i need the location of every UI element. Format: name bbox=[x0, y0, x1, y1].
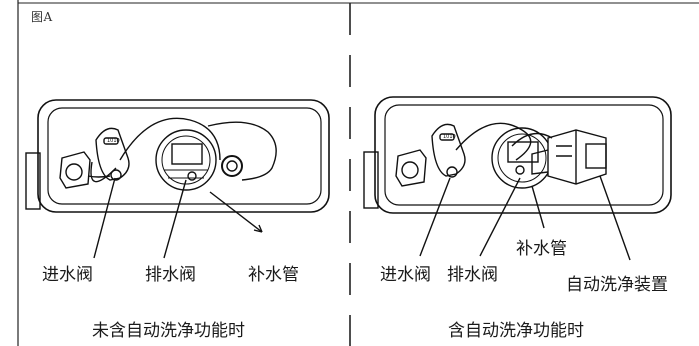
figure-label: 图A bbox=[31, 10, 53, 24]
left-label-drain-valve: 排水阀 bbox=[145, 265, 196, 285]
left-valve-badge: 1010 bbox=[107, 138, 120, 144]
right-label-inlet-valve: 进水阀 bbox=[380, 265, 431, 285]
right-refill-tube bbox=[455, 122, 553, 161]
right-auto-clean-device bbox=[531, 129, 607, 185]
right-label-auto-clean-device: 自动洗净装置 bbox=[566, 275, 668, 295]
left-tank-outer bbox=[37, 99, 330, 213]
left-leaders bbox=[93, 177, 263, 259]
right-label-refill-tube: 补水管 bbox=[516, 239, 567, 259]
right-tank-outer bbox=[374, 96, 672, 214]
right-tank-handle bbox=[363, 151, 379, 209]
right-leaders bbox=[419, 175, 631, 261]
left-tank bbox=[25, 99, 330, 213]
right-inlet-valve bbox=[395, 123, 466, 187]
left-refill-tube bbox=[90, 117, 277, 183]
right-valve-badge: 1010 bbox=[443, 134, 456, 140]
left-label-refill-tube: 补水管 bbox=[248, 265, 299, 285]
left-caption: 未含自动洗净功能时 bbox=[92, 321, 245, 341]
right-label-drain-valve: 排水阀 bbox=[447, 265, 498, 285]
left-tank-inner bbox=[47, 107, 322, 205]
left-label-inlet-valve: 进水阀 bbox=[42, 265, 93, 285]
left-drain-valve bbox=[155, 129, 243, 191]
left-tank-handle bbox=[25, 152, 41, 210]
right-caption: 含自动洗净功能时 bbox=[448, 321, 584, 341]
right-drain-valve bbox=[491, 127, 553, 189]
left-inlet-valve bbox=[59, 127, 130, 189]
right-tank bbox=[363, 96, 672, 214]
right-tank-inner bbox=[384, 104, 664, 206]
